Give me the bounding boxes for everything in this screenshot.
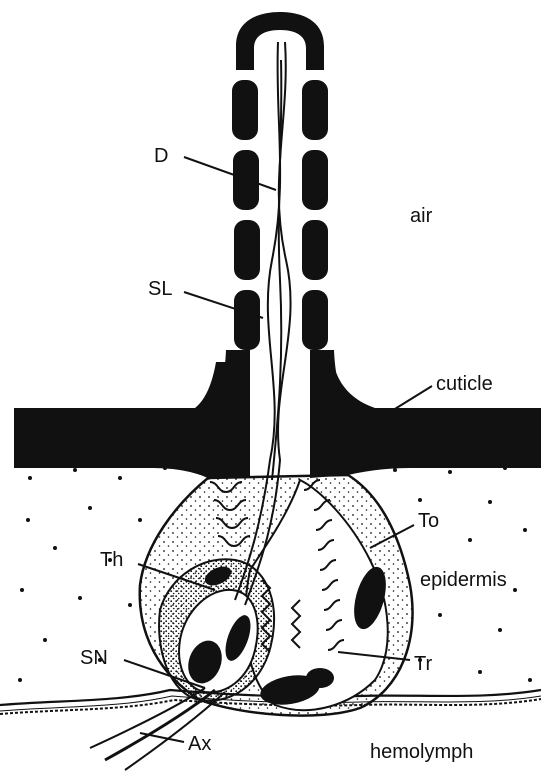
label-epidermis: epidermis bbox=[420, 569, 507, 591]
label-cuticle: cuticle bbox=[436, 373, 493, 395]
label-trichogen: Tr bbox=[414, 653, 432, 675]
label-thecogen: Th bbox=[100, 549, 123, 571]
label-tormogen: To bbox=[418, 510, 439, 532]
cuticle-layer-right bbox=[310, 362, 541, 478]
cuticle-layer bbox=[14, 362, 250, 478]
label-air: air bbox=[410, 205, 433, 227]
label-sensory-neuron: SN bbox=[80, 647, 108, 669]
label-sensillum-lumen: SL bbox=[148, 278, 172, 300]
label-hemolymph: hemolymph bbox=[370, 741, 473, 763]
label-axon: Ax bbox=[188, 733, 211, 755]
label-dendrite: D bbox=[154, 145, 168, 167]
